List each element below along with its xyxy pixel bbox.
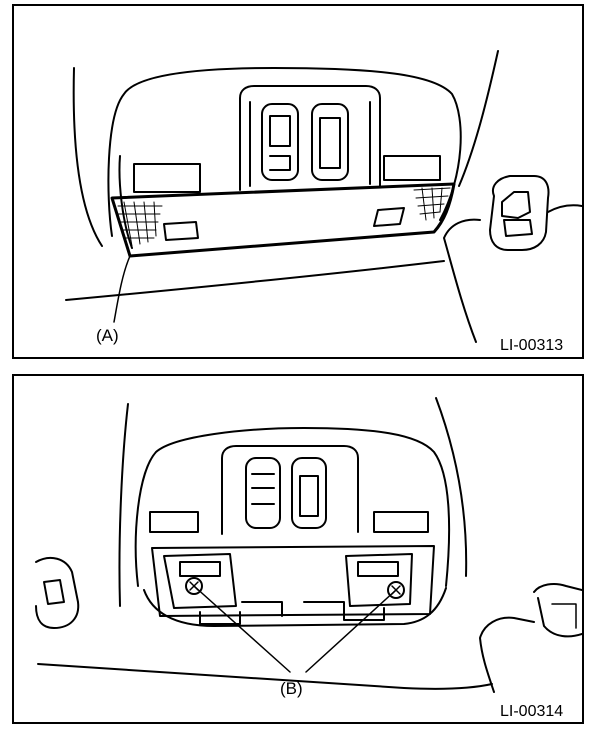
headliner-contour-right [435, 397, 468, 577]
map-light-housing [134, 427, 451, 587]
left-switch [245, 457, 281, 529]
visor-hook [501, 191, 533, 237]
left-switch [261, 103, 299, 181]
headliner-bottom-line [37, 663, 493, 690]
switch-bezel [221, 445, 359, 535]
right-lamp-lens [373, 511, 429, 533]
right-lamp-lens [383, 155, 441, 181]
screw-right [387, 581, 405, 599]
right-switch-detail [319, 117, 341, 169]
left-lamp-socket [163, 553, 237, 609]
screw-left [185, 577, 203, 595]
cover-hatch-left [117, 201, 163, 247]
left-bulb [179, 561, 221, 577]
sun-visor-edge [479, 616, 535, 693]
right-switch [311, 103, 349, 181]
switch-bezel-inner [249, 101, 371, 187]
callout-b: (B) [280, 679, 303, 698]
lamp-opening [151, 545, 435, 617]
headliner-contour-left [118, 403, 129, 607]
left-visor-hook [35, 556, 80, 629]
right-lamp-socket [345, 553, 413, 607]
map-light-cover-illustration [65, 50, 582, 343]
headliner-bottom-line [65, 260, 445, 301]
left-switch-detail [251, 473, 275, 505]
visor-hook-housing [489, 175, 550, 251]
right-bulb [357, 561, 399, 577]
headliner-right-edge [458, 50, 499, 187]
callout-leader-a [113, 255, 131, 323]
left-lamp-lens [149, 511, 199, 533]
cover-window-right [373, 207, 405, 227]
right-visor-hook-detail [551, 603, 577, 629]
visor-hook-edge [547, 204, 582, 213]
left-lamp-lens [133, 163, 201, 193]
housing-inner-left [118, 155, 133, 249]
left-switch-detail [269, 115, 291, 171]
map-light-screws-illustration [35, 397, 582, 693]
figure-top-panel: (A) LI-00313 [12, 4, 584, 359]
housing-bottom-edge [143, 587, 447, 627]
left-visor-hook-detail [43, 579, 65, 605]
connector-tabs [199, 601, 385, 625]
callout-a: (A) [96, 326, 119, 345]
cover-window-left [163, 221, 199, 241]
figure-id-bottom: LI-00314 [500, 703, 564, 720]
switch-bezel [239, 85, 381, 191]
right-switch-detail [299, 475, 319, 517]
right-switch [291, 457, 327, 529]
callout-leader-b [193, 585, 397, 673]
headliner-contour [72, 67, 103, 247]
cover-hatch-right [413, 187, 451, 221]
sun-visor-edge [443, 218, 481, 343]
figure-bottom-panel: (B) LI-00314 [12, 374, 584, 724]
right-visor-hook-top [533, 583, 582, 593]
lamp-cover-a [110, 182, 456, 258]
figure-id-top: LI-00313 [500, 337, 564, 354]
map-light-housing [107, 67, 462, 237]
right-visor-hook [537, 597, 582, 638]
